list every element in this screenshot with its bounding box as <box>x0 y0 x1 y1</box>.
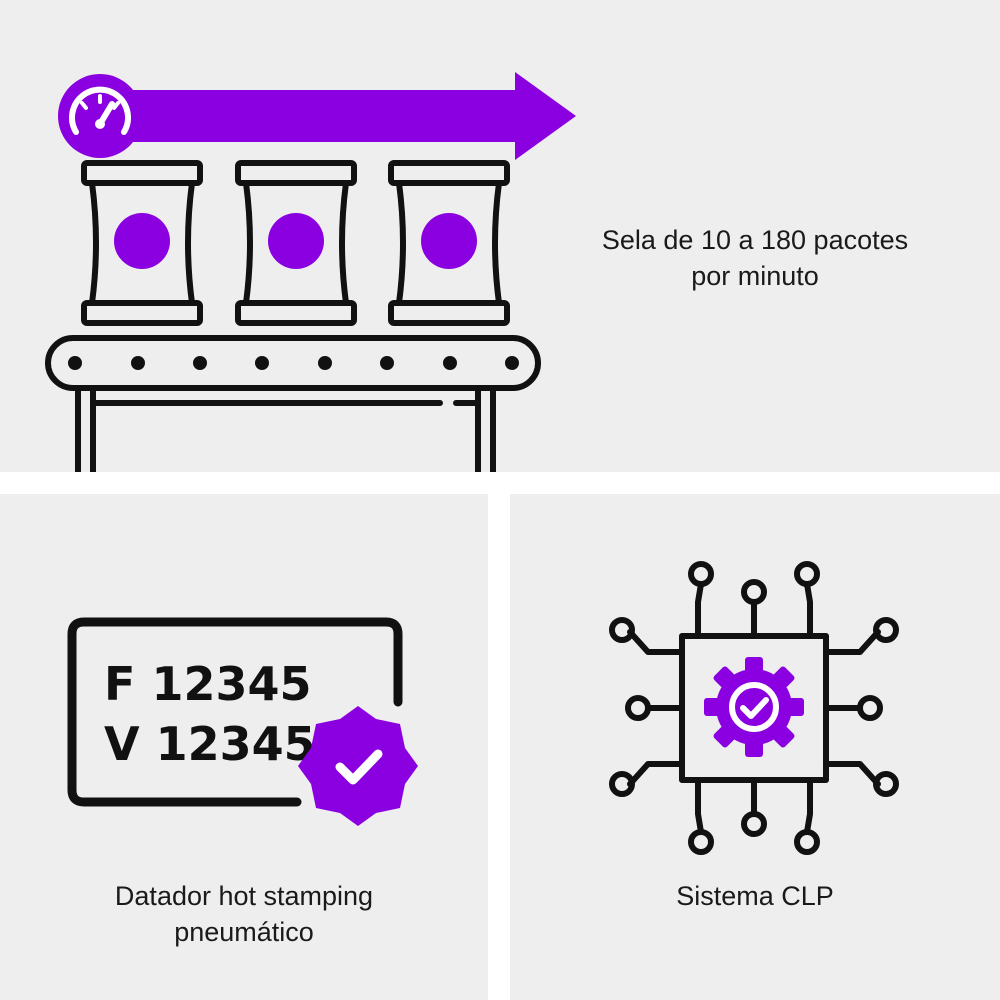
snack-pack-icon <box>388 160 510 326</box>
clp-caption-text: Sistema CLP <box>676 881 834 911</box>
speed-feature-panel: Sela de 10 a 180 pacotes por minuto <box>0 0 1000 472</box>
datador-caption-line2: pneumático <box>174 917 314 947</box>
speed-caption-line2: por minuto <box>691 261 819 291</box>
plc-illustration <box>609 561 899 855</box>
datador-caption: Datador hot stamping pneumático <box>30 878 458 950</box>
circuit-chip-icon <box>609 561 899 855</box>
speed-caption: Sela de 10 a 180 pacotes por minuto <box>555 222 955 294</box>
datador-caption-line1: Datador hot stamping <box>114 881 374 911</box>
conveyor-belt-icon <box>45 335 541 472</box>
datador-feature-panel: F 12345 V 12345 Datador hot stamping pne… <box>0 494 488 1000</box>
date-coder-illustration: F 12345 V 12345 <box>67 617 418 826</box>
speedometer-icon <box>58 74 142 158</box>
snack-pack-icon <box>235 160 357 326</box>
speed-caption-line1: Sela de 10 a 180 pacotes <box>601 225 909 255</box>
snack-pack-icon <box>81 160 203 326</box>
packaging-line-illustration <box>45 72 576 472</box>
clp-caption: Sistema CLP <box>570 878 940 914</box>
date-code-line1: F 12345 <box>104 657 311 711</box>
gear-check-icon <box>704 657 804 757</box>
verified-badge-icon <box>298 706 418 826</box>
arrow-right-icon <box>100 72 576 160</box>
clp-feature-panel: Sistema CLP <box>510 494 1000 1000</box>
date-label-icon <box>67 617 403 807</box>
date-code-line2: V 12345 <box>104 717 316 771</box>
